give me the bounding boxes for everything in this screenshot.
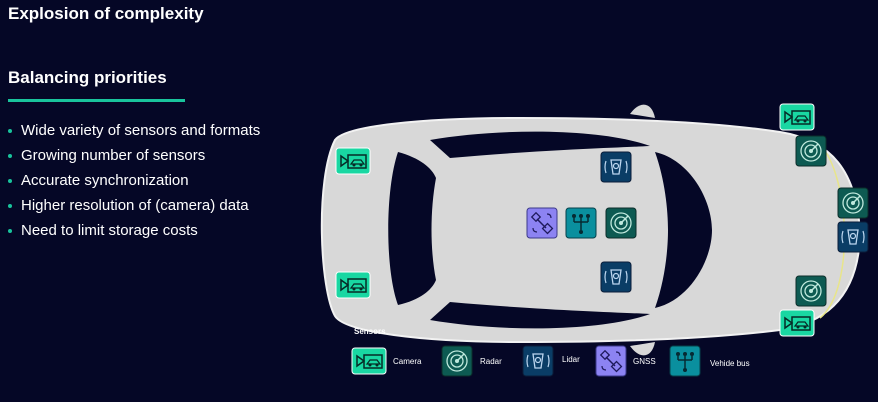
lidar-icon — [600, 261, 632, 293]
radar-icon — [837, 187, 869, 219]
camera-icon — [779, 309, 815, 337]
legend-camera-icon — [351, 347, 387, 375]
bullet-dot — [8, 153, 12, 158]
legend-radar-icon — [441, 345, 473, 377]
bullet-dot — [8, 203, 12, 208]
legend-camera-label: Camera — [393, 357, 422, 366]
bullet-dot — [8, 178, 12, 183]
bullet-item: Higher resolution of (camera) data — [8, 193, 260, 218]
legend-gnss-icon — [595, 345, 627, 377]
slide-title: Explosion of complexity — [8, 4, 204, 23]
subtitle-underline — [8, 99, 185, 102]
radar-icon — [795, 275, 827, 307]
subtitle: Balancing priorities — [8, 68, 167, 87]
bullet-item: Need to limit storage costs — [8, 218, 260, 243]
bullet-list: Wide variety of sensors and formats Grow… — [8, 118, 260, 243]
camera-icon — [335, 271, 371, 299]
windshield — [655, 152, 712, 308]
radar-icon — [605, 207, 637, 239]
legend-gnss-label: GNSS — [633, 357, 656, 366]
side-window-bottom — [430, 302, 650, 329]
camera-icon — [335, 147, 371, 175]
rear-window — [388, 152, 436, 305]
legend-title: Sensors — [354, 327, 386, 336]
legend-vehicle-bus-icon — [669, 345, 701, 377]
legend-radar-label: Radar — [480, 357, 502, 366]
bullet-dot — [8, 128, 12, 133]
bullet-item: Growing number of sensors — [8, 143, 260, 168]
legend-lidar-icon — [522, 345, 554, 377]
legend-lidar-label: Lidar — [562, 355, 580, 364]
lidar-icon — [837, 221, 869, 253]
legend-vehicle-bus-label: Vehide bus — [710, 359, 750, 368]
gnss-icon — [526, 207, 558, 239]
radar-icon — [795, 135, 827, 167]
camera-icon — [779, 103, 815, 131]
side-window-top — [430, 131, 650, 158]
lidar-icon — [600, 151, 632, 183]
bullet-dot — [8, 228, 12, 233]
vehicle-bus-icon — [565, 207, 597, 239]
bullet-item: Accurate synchronization — [8, 168, 260, 193]
bullet-item: Wide variety of sensors and formats — [8, 118, 260, 143]
